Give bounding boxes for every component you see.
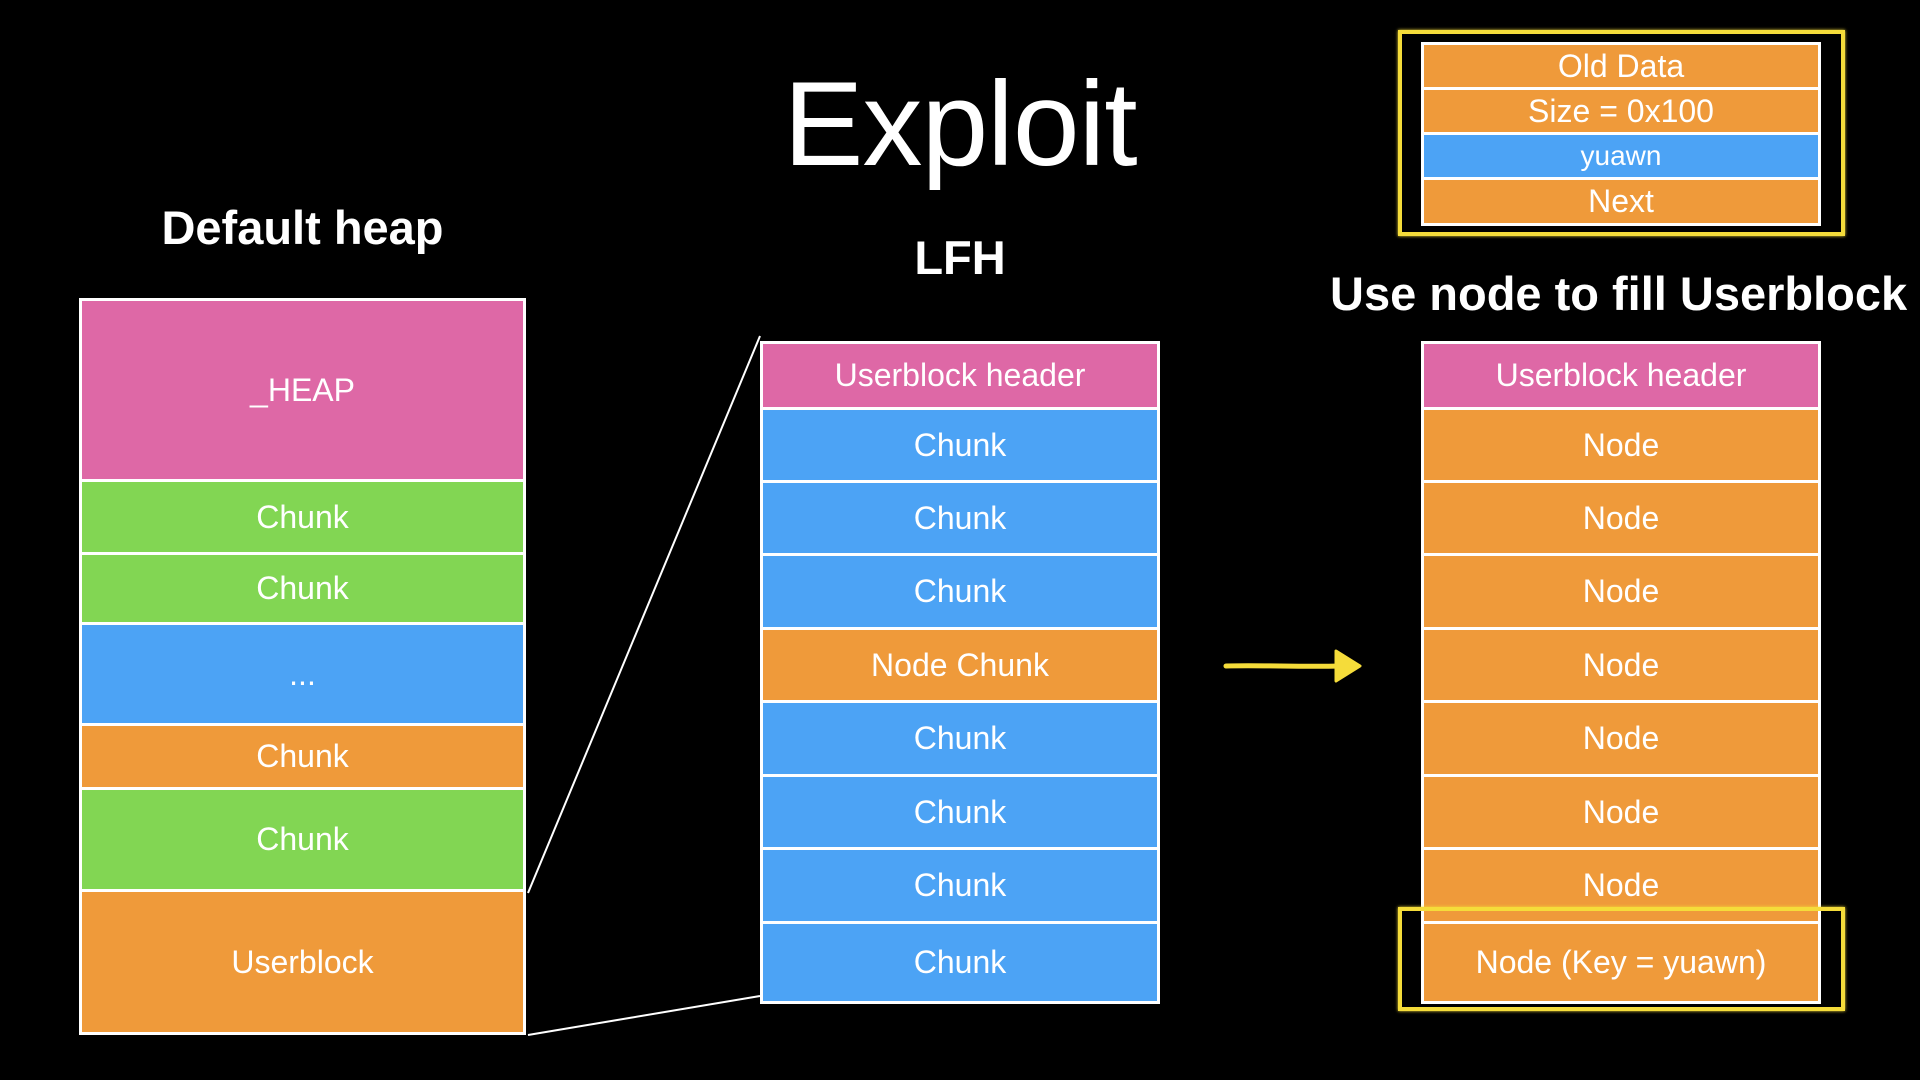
lfh-chunk: Chunk bbox=[763, 777, 1157, 850]
node-field-next: Next bbox=[1424, 180, 1818, 223]
heap-userblock-block: Userblock bbox=[82, 892, 523, 1032]
lfh-chunk: Chunk bbox=[763, 410, 1157, 483]
fill-node: Node bbox=[1424, 410, 1818, 483]
fill-node: Node bbox=[1424, 850, 1818, 924]
default-heap-stack: _HEAP Chunk Chunk ... Chunk Chunk Userbl… bbox=[79, 298, 526, 1035]
node-field-key: yuawn bbox=[1424, 135, 1818, 180]
fill-node-key-yuawn: Node (Key = yuawn) bbox=[1424, 924, 1818, 1001]
lfh-stack: Userblock header Chunk Chunk Chunk Node … bbox=[760, 341, 1160, 1004]
fill-userblock-header: Userblock header bbox=[1424, 344, 1818, 410]
lfh-chunk: Chunk bbox=[763, 703, 1157, 777]
node-detail-highlight bbox=[1398, 30, 1845, 236]
lfh-chunk: Chunk bbox=[763, 850, 1157, 924]
lfh-chunk: Chunk bbox=[763, 924, 1157, 1001]
fill-node: Node bbox=[1424, 777, 1818, 850]
lfh-userblock-header: Userblock header bbox=[763, 344, 1157, 410]
node-detail-stack: Old Data Size = 0x100 yuawn Next bbox=[1421, 42, 1821, 226]
right-arrow-icon bbox=[1223, 649, 1362, 683]
fill-userblock-stack: Userblock header Node Node Node Node Nod… bbox=[1421, 341, 1821, 1004]
fill-node: Node bbox=[1424, 630, 1818, 703]
heap-chunk-block: Chunk bbox=[82, 726, 523, 790]
zoom-line-top bbox=[527, 335, 761, 894]
fill-node: Node bbox=[1424, 556, 1818, 630]
heap-header-block: _HEAP bbox=[82, 301, 523, 482]
key-node-highlight bbox=[1398, 907, 1845, 1011]
fill-node: Node bbox=[1424, 703, 1818, 777]
heap-ellipsis-block: ... bbox=[82, 625, 523, 726]
lfh-node-chunk: Node Chunk bbox=[763, 630, 1157, 703]
zoom-line-bottom bbox=[527, 995, 761, 1036]
heap-chunk-block: Chunk bbox=[82, 790, 523, 892]
heap-chunk-block: Chunk bbox=[82, 482, 523, 555]
lfh-chunk: Chunk bbox=[763, 556, 1157, 630]
heap-chunk-block: Chunk bbox=[82, 555, 523, 625]
slide-title: Exploit bbox=[783, 57, 1137, 191]
node-field-old-data: Old Data bbox=[1424, 45, 1818, 90]
fill-userblock-heading: Use node to fill Userblock bbox=[1330, 267, 1908, 320]
lfh-chunk: Chunk bbox=[763, 483, 1157, 556]
fill-node: Node bbox=[1424, 483, 1818, 556]
default-heap-heading: Default heap bbox=[161, 201, 444, 254]
lfh-heading: LFH bbox=[914, 231, 1006, 284]
node-field-size: Size = 0x100 bbox=[1424, 90, 1818, 135]
